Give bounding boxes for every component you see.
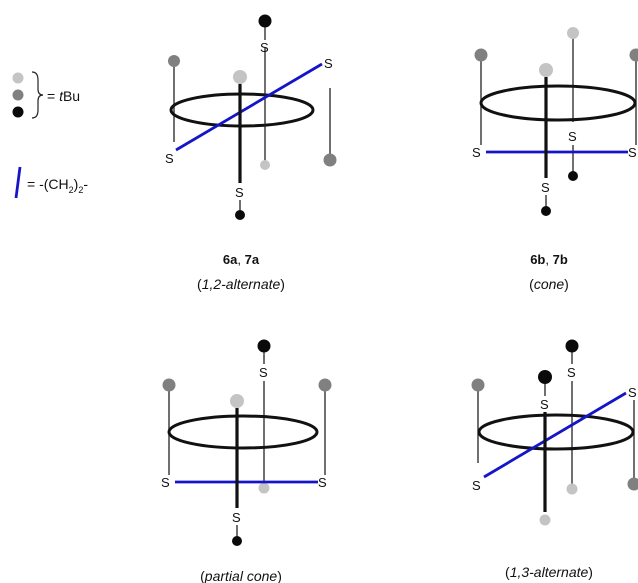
conformation-label: (1,3-alternate) [505,564,593,580]
tbu-dark-front [538,370,552,384]
panel-1-2-alternate: S S S S 6a, 7a (1,2-alternate) [165,14,337,292]
tbu-light-bottom [566,483,578,495]
panel-cone: S S S S 6b, 7b (cone) [472,27,638,292]
tbu-light-bottom [258,482,270,494]
tbu-dark-right [568,171,578,181]
ethylene-linker [483,391,627,479]
legend-linker-label: = -(CH2)2- [27,176,88,195]
legend-tbu-dark-dot [12,106,24,118]
tbu-dark-bottom [232,536,242,546]
tbu-mid-left [474,48,488,62]
tbu-mid-right [318,378,332,392]
sulfur-atom-label: S [472,145,481,160]
sulfur-atom-label: S [260,40,269,55]
sulfur-atom-label: S [628,385,637,400]
legend-linker-line [14,166,22,199]
tbu-light-bottom [260,160,270,170]
sulfur-atom-label: S [541,180,550,195]
sulfur-atom-label: S [568,129,577,144]
sulfur-atom-label: S [540,397,549,412]
legend-brace-icon [31,71,44,119]
legend-tbu-light-dot [12,72,24,84]
legend: = tBu = -(CH2)2- [12,71,88,199]
sulfur-atom-label: S [165,151,174,166]
conformation-label: (1,2-alternate) [197,276,285,292]
tbu-mid-right-edge [629,48,638,62]
tbu-dark-bottom [541,206,551,216]
calixarene-ring [479,84,637,122]
tbu-light-front-bottom [539,514,551,526]
tbu-mid-left [471,378,485,392]
conformation-label: (partial cone) [200,568,282,583]
tbu-dark-top [565,339,579,353]
calixarene-ring [167,414,319,450]
tbu-dark-top [258,14,272,28]
tbu-mid-right-edge [627,477,638,491]
compound-label: 6a, 7a [223,252,260,267]
calixarene-ring [477,413,635,451]
ethylene-linker [175,62,323,152]
compound-label: 6b, 7b [530,252,568,267]
panel-partial-cone: S S S S (partial cone) [161,339,332,583]
tbu-light-front [230,394,244,408]
tbu-dark-top [257,339,271,353]
sulfur-atom-label: S [324,56,333,71]
sulfur-atom-label: S [259,365,268,380]
conformation-label: (cone) [529,276,569,292]
sulfur-atom-label: S [232,510,241,525]
tbu-light-front [539,63,553,77]
tbu-light-top [233,70,247,84]
sulfur-atom-label: S [628,145,637,160]
tbu-dark-bottom [235,210,245,220]
sulfur-atom-label: S [567,365,576,380]
sulfur-atom-label: S [235,185,244,200]
legend-tbu-label: = tBu [47,88,80,104]
tbu-mid-left [168,55,180,67]
sulfur-atom-label: S [161,475,170,490]
tbu-mid-right-bottom [323,153,337,167]
legend-tbu-mid-dot [12,89,24,101]
tbu-mid-left [162,378,176,392]
sulfur-atom-label: S [318,475,327,490]
sulfur-atom-label: S [472,478,481,493]
panel-1-3-alternate: S S S S (1,3-alternate) [471,339,638,580]
calixarene-ring [169,92,315,128]
tbu-light-back [567,27,579,39]
